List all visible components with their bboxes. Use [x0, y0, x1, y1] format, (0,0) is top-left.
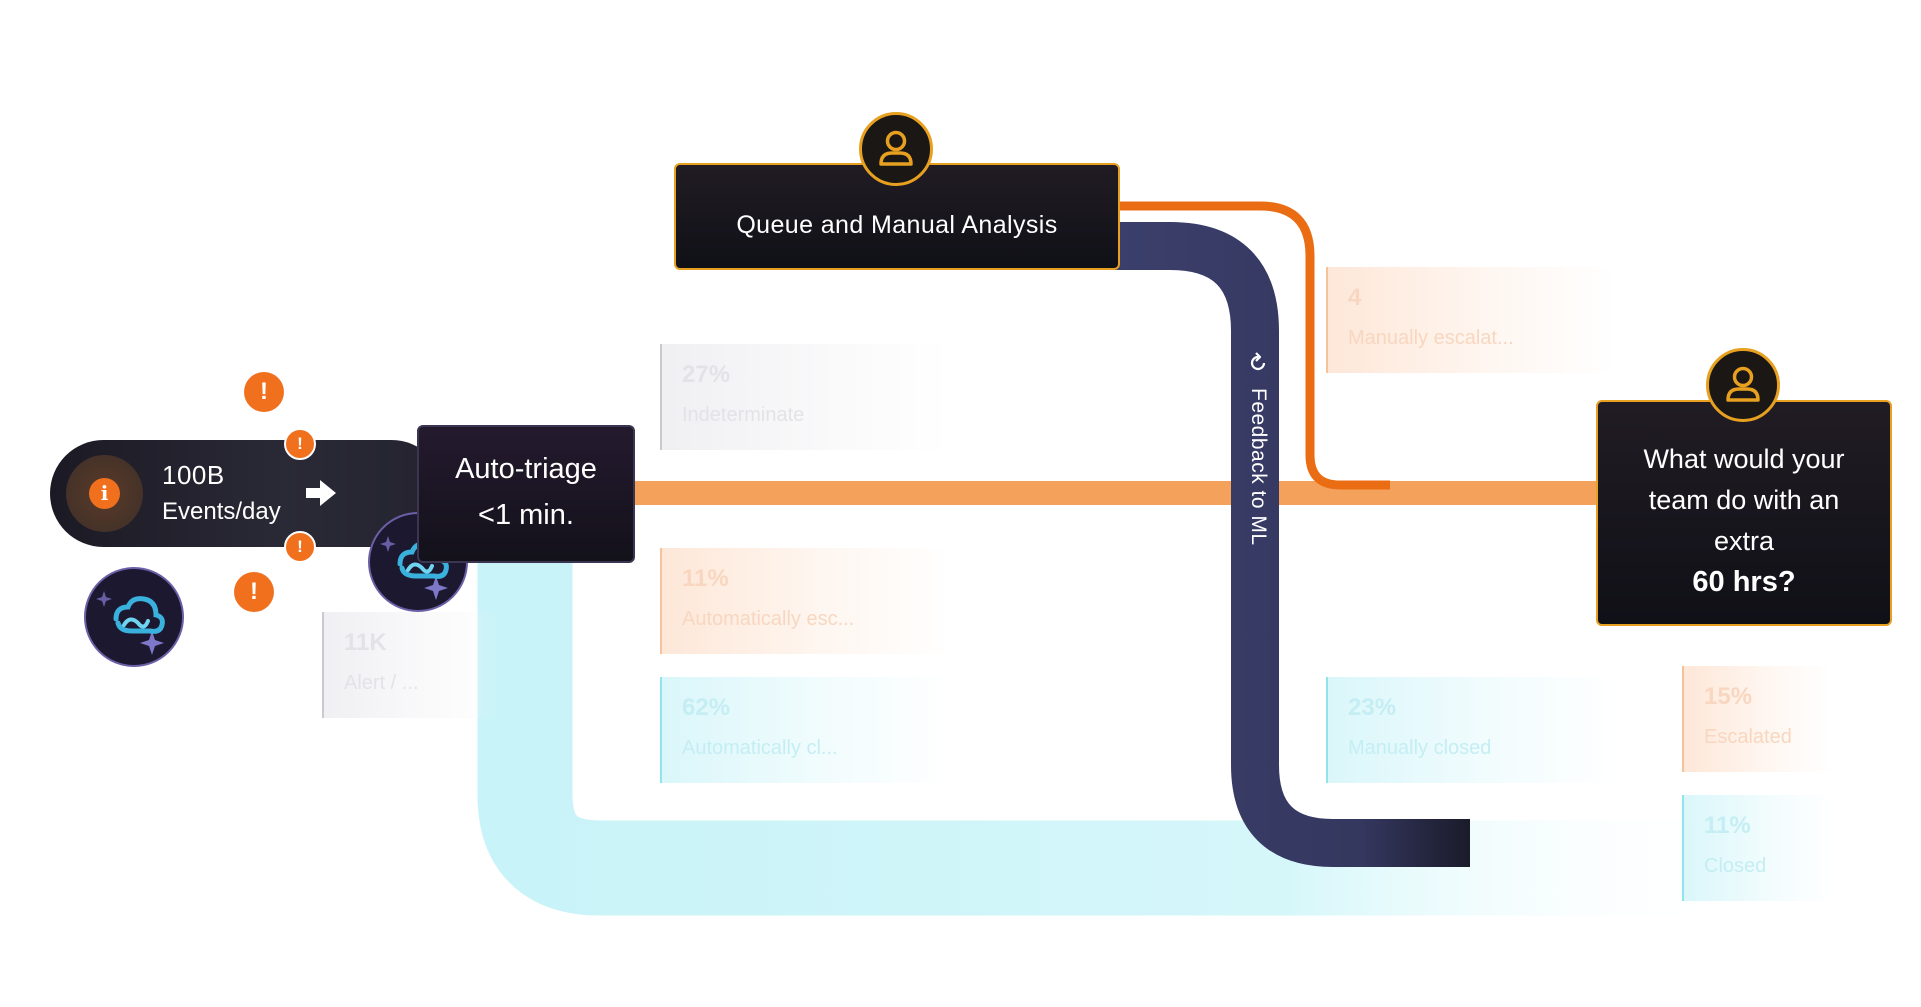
- stat-label: Alert / ...: [344, 672, 419, 695]
- stat-label: Indeterminate: [682, 404, 805, 427]
- question-line-1: What would your: [1643, 444, 1845, 474]
- feedback-text: Feedback to ML: [1247, 388, 1270, 546]
- auto-triage-box: Auto-triage <1 min.: [417, 425, 635, 563]
- stat-label: Manually closed: [1348, 737, 1492, 760]
- person-icon: [1706, 348, 1780, 422]
- stat-card-alerts: 11K Alert / ...: [322, 612, 497, 718]
- question-hours: 60 hrs?: [1692, 566, 1796, 598]
- events-per-day-pill: i 100B Events/day: [50, 440, 445, 547]
- stat-label: Automatically cl...: [682, 737, 838, 760]
- stat-card-closed: 11% Closed: [1682, 795, 1832, 901]
- queue-manual-analysis-box: Queue and Manual Analysis: [674, 163, 1120, 270]
- events-count: 100B: [162, 460, 225, 490]
- stat-value: 4: [1348, 284, 1362, 311]
- stat-card-manual-closed: 23% Manually closed: [1326, 677, 1616, 783]
- refresh-icon: [1250, 352, 1266, 371]
- question-line-2: team do with an: [1648, 485, 1840, 515]
- auto-closed-flow: [477, 560, 1800, 916]
- info-icon: i: [89, 478, 120, 509]
- extra-hours-question-box: What would your team do with an extra 60…: [1596, 400, 1892, 626]
- stat-value: 11K: [344, 629, 387, 656]
- stat-label: Automatically esc...: [682, 608, 855, 631]
- manual-escalation-flow: [1115, 201, 1390, 490]
- cloud-logo-icon: [84, 567, 184, 667]
- arrow-right-icon: [306, 480, 336, 506]
- person-icon: [859, 112, 933, 186]
- auto-triage-time: <1 min.: [478, 499, 574, 531]
- stat-label: Escalated: [1704, 726, 1792, 749]
- stat-label: Manually escalat...: [1348, 327, 1514, 350]
- stat-value: 11%: [1704, 812, 1751, 839]
- info-icon-ring: i: [66, 455, 143, 532]
- stat-value: 62%: [682, 694, 731, 721]
- alert-icon: !: [284, 531, 316, 563]
- stat-value: 15%: [1704, 683, 1753, 710]
- stat-label: Closed: [1704, 855, 1767, 878]
- stat-value: 23%: [1348, 694, 1397, 721]
- events-label: Events/day: [162, 498, 281, 525]
- feedback-to-ml-label: Feedback to ML: [1238, 352, 1278, 562]
- stat-card-manual-escalated: 4 Manually escalat...: [1326, 267, 1616, 373]
- alert-icon: !: [284, 428, 316, 460]
- stat-value: 11%: [682, 565, 729, 592]
- auto-triage-title: Auto-triage: [455, 453, 597, 485]
- stat-card-indeterminate: 27% Indeterminate: [660, 344, 950, 450]
- stat-card-auto-closed: 62% Automatically cl...: [660, 677, 950, 783]
- feedback-flow: [1115, 222, 1470, 867]
- stat-card-escalated: 15% Escalated: [1682, 666, 1832, 772]
- alert-icon: !: [244, 372, 284, 412]
- question-line-3: extra: [1713, 526, 1775, 556]
- stat-value: 27%: [682, 361, 731, 388]
- stat-card-auto-escalated: 11% Automatically esc...: [660, 548, 950, 654]
- alert-icon: !: [234, 572, 274, 612]
- queue-label: Queue and Manual Analysis: [736, 211, 1058, 239]
